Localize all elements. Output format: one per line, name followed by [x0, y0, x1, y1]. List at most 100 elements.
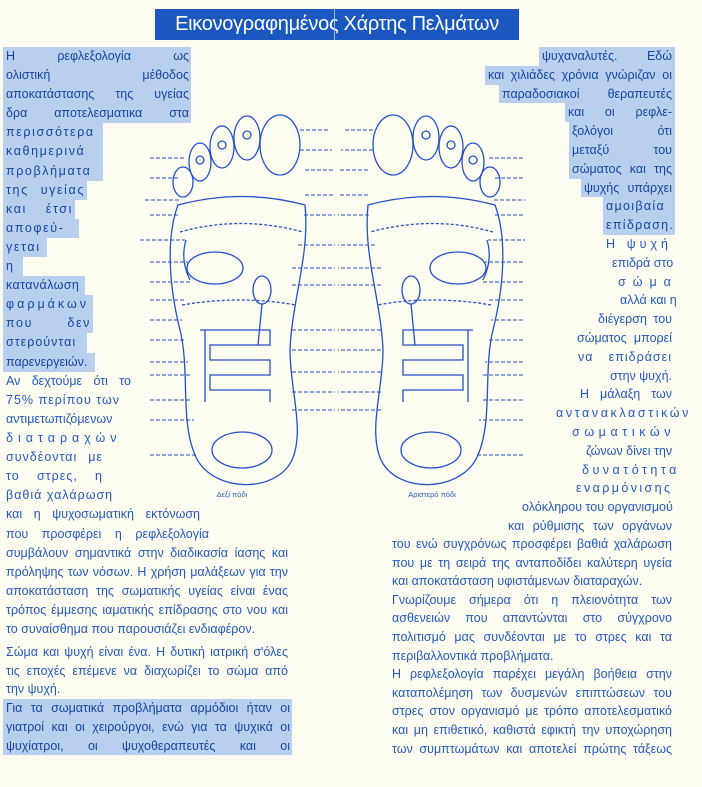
text-line: γεται — [3, 237, 47, 258]
toe — [188, 142, 212, 182]
heel-zone — [211, 431, 273, 469]
right-bottom-text: του ενώ συγχρόνως προσφέρει βαθιά χαλάρω… — [389, 535, 675, 758]
intestines — [200, 329, 271, 402]
text-line: που προσφέρει η ρεφλεξολογία — [6, 526, 209, 541]
text-line: και μη επιθετικό, καθιστά εφικτή την υπο… — [392, 722, 672, 737]
text-line: τρόπος έμμεσης ιαματικής επίδρασης στο ν… — [6, 602, 288, 617]
left-body-text: Αν δεχτούμε ότι το 75% περίπου των αντιμετ… — [3, 372, 290, 639]
text-line: αποκατάστασης της υγείας — [3, 85, 191, 105]
text-line: αποφεύ- — [3, 218, 79, 238]
text-line: δυνατότητα — [582, 462, 680, 477]
text-line: Η ψυχή — [606, 237, 672, 251]
text-line: σώματος και της — [569, 159, 675, 179]
text-line: συμβάλουν σημαντικά στην διαδικασία ίαση… — [6, 545, 288, 560]
page-title-text: Εικονογραφημένος Χάρτης Πελμάτων — [175, 13, 499, 35]
text-line: συνδέονται με — [6, 450, 103, 465]
ureter — [257, 303, 263, 346]
page-title: Εικονογραφημένος Χάρτης Πελμάτων — [155, 9, 519, 40]
text-line: στην ψυχή. — [609, 368, 672, 383]
text-line: καθημερινά — [3, 142, 103, 162]
text-line: Για τα σωματικά προβλήματα αρμόδιοι ήταν… — [3, 699, 292, 718]
text-line: στερούνται — [3, 333, 87, 353]
text-line: τις εποχές επέμενε να διαχωρίζει το σώμα… — [6, 663, 288, 678]
text-line: περισσότερα — [3, 123, 103, 143]
liver — [186, 251, 244, 285]
shoulder-zone — [183, 239, 191, 281]
text-line: αντανακλαστικών — [556, 406, 692, 421]
text-line: το στρες, η — [6, 469, 103, 484]
left-paragraph-2: Σώμα και ψυχή είναι ένα. Η δυτική ιατρικ… — [3, 643, 290, 699]
text-line: ψυχαναλυτές. Εδώ — [539, 47, 675, 66]
text-line: παραδοσιακοί θεραπευτές — [499, 84, 675, 104]
text-line: που δεν — [3, 314, 93, 334]
text-line: προβλήματα — [3, 161, 103, 181]
left-foot-caption: Αριστερό πόδι — [408, 490, 456, 499]
text-line: της υγείας — [3, 180, 87, 200]
waist-line — [181, 299, 297, 306]
text-line: διέγερση του — [598, 312, 672, 327]
text-line: εναρμόνισης — [576, 481, 673, 496]
text-line: και αποκατάσταση υφιστάμενων διαταραχών. — [392, 574, 643, 589]
right-foot-caption: Δεξί πόδι — [217, 490, 248, 499]
text-line: ολιστική μέθοδος — [3, 66, 191, 86]
text-line: ψυχής υπάρχει — [581, 178, 675, 198]
text-line: Η μάλαξη των — [580, 387, 672, 402]
scan-seam — [334, 9, 335, 40]
diaphragm-line — [179, 222, 304, 233]
text-line: δρα αποτελεσματικα στα — [3, 104, 191, 124]
toe — [209, 125, 235, 169]
text-line: Η ρεφλεξολογία παρέχει μεγάλη βοήθεια στ… — [392, 667, 672, 682]
text-line: βαθιά χαλάρωση — [6, 488, 114, 503]
text-line: και οι ρεφλε- — [565, 103, 675, 123]
text-line: επίδραση. — [603, 216, 675, 235]
text-line: Αν δεχτούμε ότι το — [6, 373, 131, 388]
text-line: παρενεργειών. — [3, 352, 95, 372]
text-line: Σώμα και ψυχή είναι ένα. Η δυτική ιατρικ… — [6, 645, 288, 659]
toe — [233, 115, 261, 161]
text-line: καταπολέμηση των δυσμενών επιπτώσεων του — [392, 685, 672, 700]
text-line: αποκατάσταση της σωματικής υγείας είναι … — [6, 583, 288, 598]
text-line: αντιμετωπιζόμενων — [6, 411, 113, 426]
text-line: Η ρεφλεξολογία ως — [3, 47, 191, 67]
text-line: γιατροί και οι χειρούργοι, ενώ για τα ψυ… — [3, 717, 292, 737]
text-line: ζώνων δίνει την — [586, 443, 673, 458]
text-line: που με τη σειρά της ανταποδίδει καλύτερη… — [392, 555, 672, 570]
text-line: 75% περίπου των — [6, 392, 121, 407]
text-line: το συναίσθημα που παρουσιάζει ενδιαφέρον… — [6, 622, 256, 637]
text-line: μεταξύ του — [569, 140, 675, 160]
right-body-text: Η ψυχή επιδρά στο σώμα αλλά και η διέγερση τ… — [505, 235, 692, 536]
text-line: και η ψυχοσωματική εκτόνωση — [6, 507, 200, 522]
text-line: και ρύθμισης των οργάνων — [508, 518, 672, 533]
kidney — [252, 275, 272, 305]
text-line: αμοιβαία — [603, 197, 675, 217]
text-line: ψυχίατροι, οι ψυχοθεραπευτές και οι — [3, 736, 292, 756]
left-foot-drawing — [337, 114, 525, 486]
text-line: αλλά και η — [620, 293, 677, 308]
toe — [172, 166, 194, 198]
text-line: περιβαλλοντικά προβλήματα. — [392, 648, 554, 663]
text-line: στρες στον οργανισμό με τρόπο αποτελεσμα… — [392, 704, 672, 719]
text-line: κατανάλωση — [3, 276, 85, 296]
text-line: σώμα — [618, 274, 678, 289]
text-line: διαταραχών — [6, 431, 122, 446]
text-line: να επιδράσει — [578, 349, 672, 364]
text-line: Γνωρίζουμε σήμερα ότι η πλειονότητα των — [392, 592, 672, 607]
text-line: των συμπτωμάτων και αποτελεί πρώτης τάξε… — [392, 741, 672, 756]
text-line: πολιτισμό μας συνδέονται με το στρες και… — [392, 629, 672, 644]
left-closing-highlighted: Για τα σωματικά προβλήματα αρμόδιοι ήταν… — [3, 699, 292, 756]
text-line: σώματος μπορεί — [577, 330, 672, 345]
text-line: ξολόγοι ότι — [569, 122, 675, 141]
text-line: την ψυχή. — [6, 682, 61, 697]
leader-lines — [140, 129, 335, 456]
text-line: επιδρά στο — [612, 255, 674, 270]
foot-reflexology-diagram: Δεξί πόδι Αριστερό πόδι — [140, 114, 525, 499]
text-line: του ενώ συγχρόνως προσφέρει βαθιά χαλάρω… — [392, 537, 672, 551]
text-line: και χιλιάδες χρόνια γνώριζαν οι — [485, 65, 675, 85]
right-foot-drawing — [140, 114, 335, 486]
text-line: φαρμάκων — [3, 295, 93, 315]
text-line: και έτσι — [3, 199, 75, 219]
text-line: σωματικών — [572, 424, 676, 439]
foot-outline — [169, 195, 307, 486]
